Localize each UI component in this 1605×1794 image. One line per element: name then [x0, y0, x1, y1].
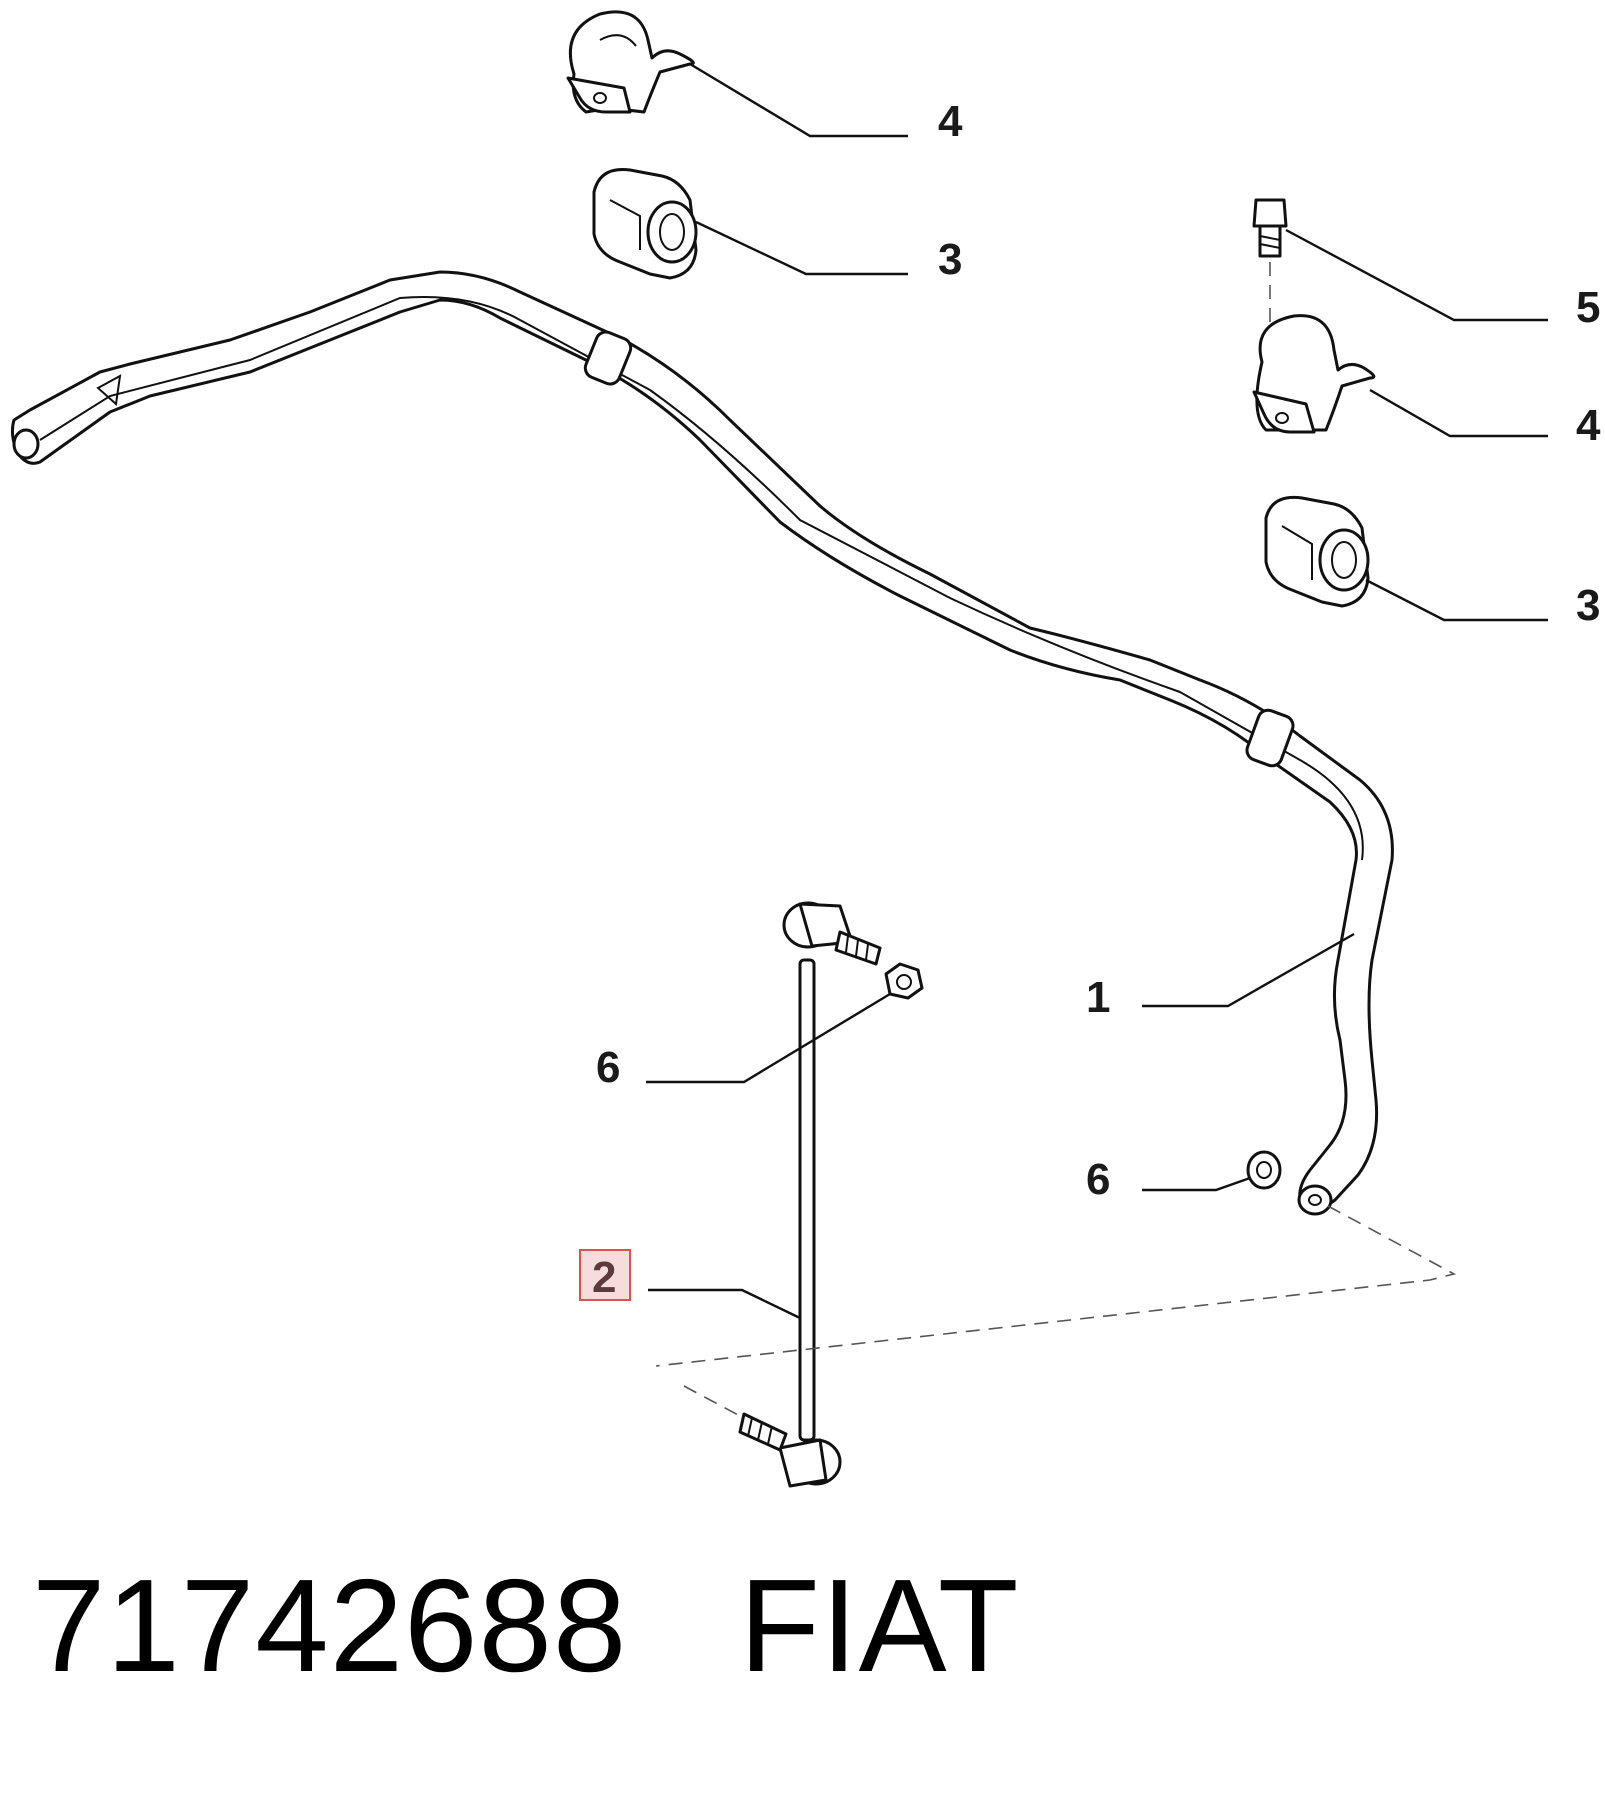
callout-6-right: 6	[1086, 1155, 1110, 1204]
mounting-bolt	[1252, 198, 1288, 356]
rubber-bushing-right	[1264, 495, 1370, 608]
part-number: 71742688	[32, 1552, 628, 1699]
stabilizer-bar	[11, 270, 1394, 1216]
callout-3-right: 3	[1576, 581, 1600, 630]
callout-2-highlighted[interactable]: 2	[579, 1249, 631, 1302]
assembly-line-left	[683, 1385, 741, 1417]
callout-2-highlight-box	[579, 1249, 631, 1301]
lock-nut-top	[884, 962, 924, 1000]
stabilizer-link	[738, 901, 882, 1488]
leader-line-6-left	[646, 992, 891, 1084]
callout-5: 5	[1576, 283, 1600, 332]
bracket-clamp-right	[1252, 314, 1376, 434]
leader-line-4-right	[1369, 388, 1548, 438]
brand-name: FIAT	[739, 1552, 1020, 1699]
rubber-bushing-top	[592, 167, 698, 280]
leader-line-3-top	[695, 220, 908, 276]
lock-nut-right	[1246, 1150, 1282, 1190]
callout-6-left: 6	[596, 1043, 620, 1092]
bracket-clamp-top	[566, 10, 695, 114]
callout-4-top: 4	[938, 97, 963, 146]
leader-line-2	[648, 1288, 801, 1320]
leader-line-6-right	[1142, 1176, 1251, 1192]
leader-line-3-right	[1365, 578, 1548, 622]
callout-3-top: 3	[938, 235, 962, 284]
callout-2: 2	[592, 1253, 616, 1302]
assembly-line-right	[655, 1205, 1457, 1367]
callout-4-right: 4	[1576, 401, 1601, 450]
callout-1: 1	[1086, 973, 1110, 1022]
leader-line-4-top	[689, 62, 908, 138]
leader-line-1	[1142, 932, 1355, 1008]
leader-line-5	[1285, 228, 1548, 322]
